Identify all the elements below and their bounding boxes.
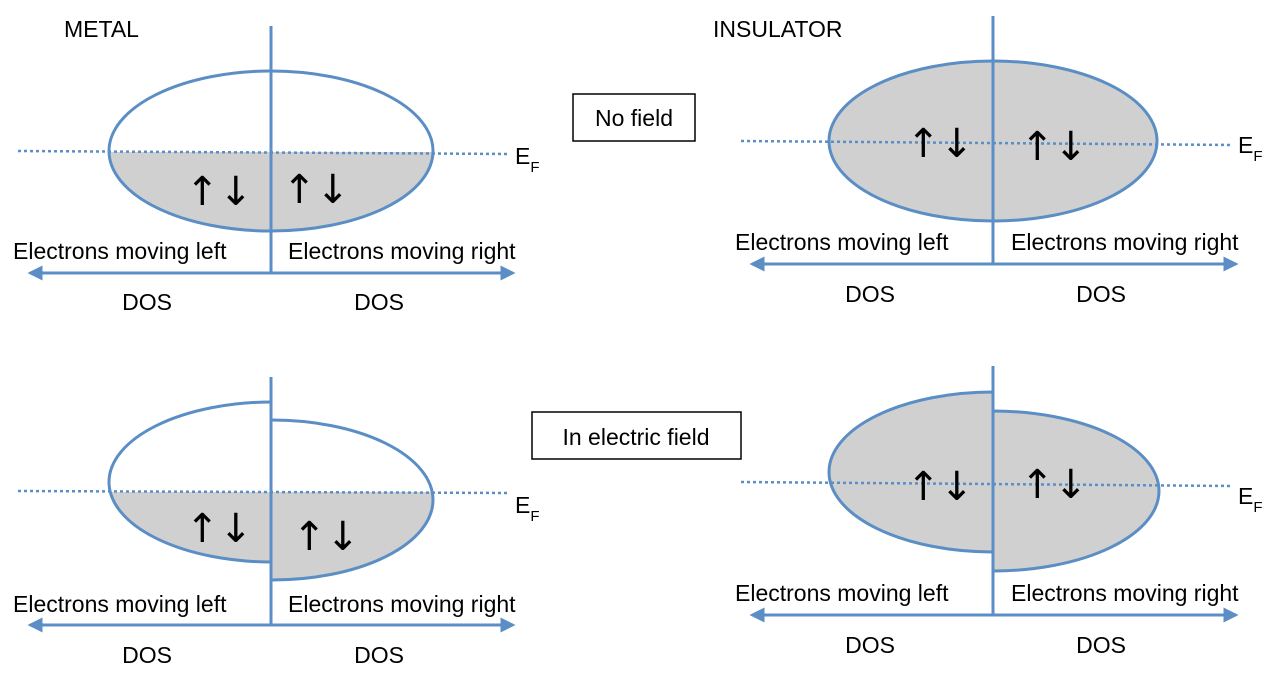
moving-left-label: Electrons moving left bbox=[13, 238, 227, 264]
moving-left-label: Electrons moving left bbox=[13, 591, 227, 617]
fermi-label: EF bbox=[1238, 132, 1263, 165]
panel-metal-in-field: ↑↓ ↑↓ EF Electrons moving left Electrons… bbox=[13, 377, 540, 668]
dos-left-label: DOS bbox=[845, 281, 895, 307]
no-field-label: No field bbox=[595, 105, 673, 131]
left-dos-outline bbox=[107, 400, 273, 564]
spin-pair-right: ↑↓ bbox=[282, 167, 349, 213]
dos-right-label: DOS bbox=[354, 289, 404, 315]
in-field-caption: In electric field bbox=[531, 411, 742, 460]
right-filled-states bbox=[272, 492, 433, 580]
right-filled-states bbox=[991, 409, 1161, 573]
spin-pair-left: ↑↓ bbox=[906, 121, 973, 167]
spin-pair-right: ↑↓ bbox=[1020, 124, 1087, 170]
spin-pair-left: ↑↓ bbox=[185, 506, 252, 552]
spin-pair-right: ↑↓ bbox=[292, 514, 359, 560]
fermi-level-line bbox=[17, 149, 511, 156]
left-filled-states bbox=[827, 390, 995, 554]
panel-insulator-in-field: ↑↓ ↑↓ EF Electrons moving left Electrons… bbox=[735, 366, 1263, 658]
spin-pair-left: ↑↓ bbox=[906, 464, 973, 510]
moving-right-label: Electrons moving right bbox=[1011, 229, 1239, 255]
moving-right-label: Electrons moving right bbox=[1011, 580, 1239, 606]
fermi-level-line bbox=[17, 489, 511, 495]
no-field-caption: No field bbox=[572, 93, 696, 142]
dos-right-label: DOS bbox=[1076, 281, 1126, 307]
moving-right-label: Electrons moving right bbox=[288, 238, 516, 264]
dos-left-label: DOS bbox=[122, 642, 172, 668]
left-filled-states bbox=[110, 492, 272, 562]
moving-left-label: Electrons moving left bbox=[735, 229, 949, 255]
panel-insulator-no-field: ↑↓ ↑↓ EF Electrons moving left Electrons… bbox=[735, 16, 1263, 307]
spin-pair-left: ↑↓ bbox=[185, 169, 252, 215]
moving-left-label: Electrons moving left bbox=[735, 580, 949, 606]
insulator-heading: INSULATOR bbox=[713, 16, 843, 42]
dos-right-label: DOS bbox=[1076, 632, 1126, 658]
moving-right-label: Electrons moving right bbox=[288, 591, 516, 617]
panel-metal-no-field: ↑↓ ↑↓ EF Electrons moving left Electrons… bbox=[13, 26, 540, 315]
dos-right-label: DOS bbox=[354, 642, 404, 668]
in-field-label: In electric field bbox=[562, 424, 709, 450]
dos-left-label: DOS bbox=[122, 289, 172, 315]
fermi-level-line bbox=[740, 139, 1233, 147]
spin-pair-right: ↑↓ bbox=[1020, 462, 1087, 508]
fermi-label: EF bbox=[515, 492, 540, 525]
fermi-label: EF bbox=[1238, 483, 1263, 516]
metal-heading: METAL bbox=[64, 16, 139, 42]
right-dos-outline bbox=[271, 418, 435, 582]
dos-left-label: DOS bbox=[845, 632, 895, 658]
fermi-level-line bbox=[740, 480, 1233, 488]
fermi-label: EF bbox=[515, 143, 540, 176]
